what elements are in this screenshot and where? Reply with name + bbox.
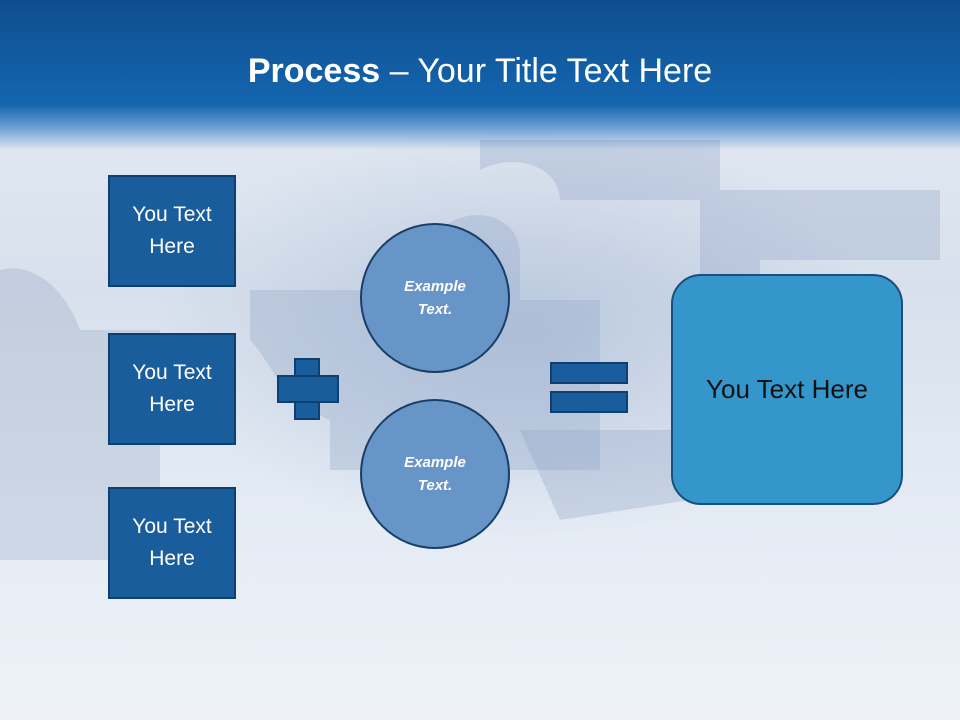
example-circle-1[interactable]: Example Text. — [360, 223, 510, 373]
result-box[interactable]: You Text Here — [671, 274, 903, 505]
example-circle-2[interactable]: Example Text. — [360, 399, 510, 549]
circle-label: Example Text. — [404, 278, 466, 318]
slide-title[interactable]: Process – Your Title Text Here — [0, 52, 960, 91]
input-box-label: You Text Here — [132, 361, 212, 416]
result-label: You Text Here — [706, 374, 868, 404]
title-bar — [0, 0, 960, 150]
input-box-3[interactable]: You Text Here — [108, 487, 236, 599]
input-box-label: You Text Here — [132, 203, 212, 258]
input-box-2[interactable]: You Text Here — [108, 333, 236, 445]
input-box-1[interactable]: You Text Here — [108, 175, 236, 287]
input-box-label: You Text Here — [132, 515, 212, 570]
title-rest: – Your Title Text Here — [380, 52, 713, 90]
title-bold: Process — [247, 52, 381, 90]
circle-label: Example Text. — [404, 454, 466, 494]
